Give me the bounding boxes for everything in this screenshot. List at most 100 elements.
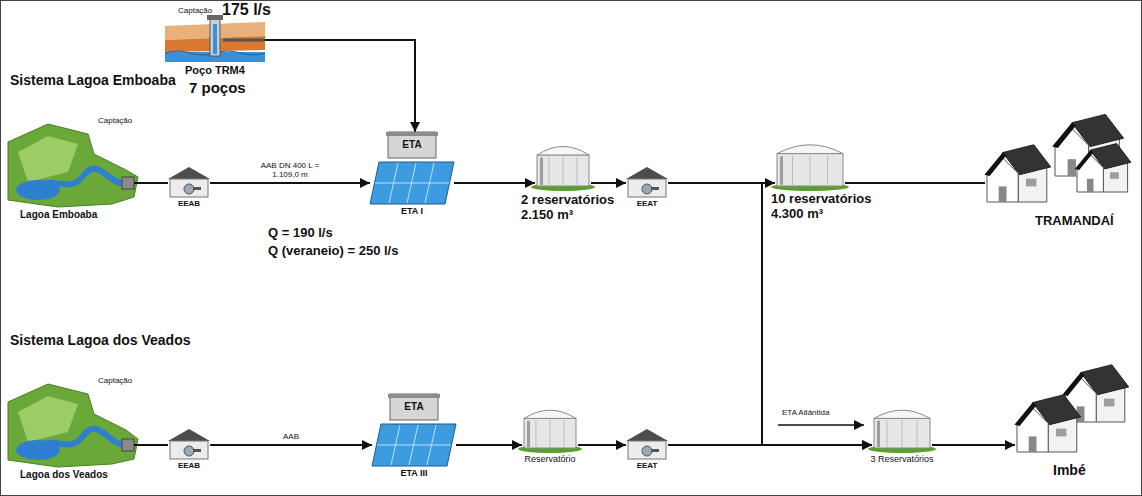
text-slot: Q = 190 l/s — [268, 226, 448, 241]
text-slot: Sistema Lagoa dos Veados — [10, 332, 230, 348]
connector-group — [138, 40, 1015, 445]
text-slot: ETA — [388, 139, 436, 151]
text-slot: 175 l/s — [222, 1, 292, 19]
pump-symbol — [642, 446, 652, 456]
basin-divider — [377, 445, 451, 446]
lake-intake: CaptaçãoLagoa Emboaba — [8, 112, 138, 207]
pump-station: EEAB — [168, 428, 210, 460]
pump-station: EEAT — [626, 428, 668, 460]
pipeline-connector — [668, 183, 872, 445]
treatment-basin — [370, 162, 454, 204]
inflow-arrow — [778, 424, 864, 426]
reservoir: 2 reservatórios 2.150 m³ — [535, 140, 591, 190]
tank-body — [874, 418, 930, 448]
tank-rib — [917, 420, 918, 447]
tank-rib — [810, 156, 811, 185]
land-light — [18, 396, 78, 442]
text-slot: EEAB — [164, 199, 214, 208]
pipeline-connector — [210, 182, 370, 184]
text-slot: AAB DN 400 L = 1.109,0 m — [258, 161, 322, 179]
tank-rib — [549, 157, 550, 185]
intake-pipe — [134, 182, 138, 184]
node-heading: Captação — [98, 116, 143, 125]
treatment-plant: ETAETA III — [372, 394, 456, 466]
node-label: EEAB — [164, 199, 214, 208]
house-door — [999, 186, 1007, 202]
pipeline-connector — [456, 444, 522, 446]
pipeline-connector — [845, 182, 985, 184]
tank-rib — [563, 157, 564, 185]
reservoir: Reservatório — [522, 404, 578, 452]
system-title: Sistema Lagoa Emboaba — [10, 72, 210, 88]
node-heading: ETA — [388, 139, 436, 151]
tank-rib — [827, 156, 828, 185]
pump-house — [628, 441, 666, 459]
lake-intake-icon — [8, 372, 138, 467]
house-roof-edge — [1075, 150, 1094, 170]
text-slot: ETA Atlântida — [782, 408, 862, 417]
tank-rib — [536, 420, 537, 447]
river — [38, 429, 124, 450]
tank-ladder — [540, 158, 543, 186]
pump-house — [170, 179, 208, 197]
basin-divider — [375, 183, 449, 184]
land — [8, 124, 138, 207]
node-label: Reservatório — [505, 454, 595, 464]
house-window — [1110, 172, 1119, 179]
text-slot: EEAB — [164, 461, 214, 470]
tank-rib — [902, 420, 903, 447]
node-label: Lagoa Emboaba — [20, 209, 140, 221]
text-slot: Imbé — [1053, 462, 1113, 478]
house-window — [1026, 179, 1036, 187]
text-slot: TRAMANDAÍ — [1035, 214, 1135, 229]
pump-pipe — [193, 187, 201, 190]
text-slot: EEAT — [622, 461, 672, 470]
node-heading: Poço TRM4 — [185, 64, 275, 77]
intake-pipe — [134, 444, 138, 446]
system-title: Sistema Lagoa dos Veados — [10, 332, 230, 348]
flow-rate: Q (veraneio) = 250 l/s — [268, 244, 448, 259]
pump-station-icon — [168, 166, 210, 198]
node-label: Imbé — [1053, 462, 1113, 478]
treatment-plant: ETAETA I — [370, 132, 454, 204]
node-label: EEAB — [164, 461, 214, 470]
text-slot: Captação — [98, 116, 143, 125]
plant-roof — [386, 132, 438, 136]
tank-rib — [792, 156, 793, 185]
town: TRAMANDAÍ — [985, 112, 1137, 212]
pump-house — [628, 179, 666, 197]
tank-ladder — [877, 421, 880, 447]
node-label: 10 reservatórios 4.300 m³ — [771, 192, 896, 222]
tank-dome — [524, 410, 576, 418]
well-pump — [207, 15, 223, 20]
house-roof-edge — [984, 153, 1006, 176]
reservoir-icon — [775, 138, 845, 190]
house-roof-edge — [1062, 373, 1084, 396]
pipeline-connector — [591, 182, 626, 184]
pump-pipe — [651, 449, 659, 452]
tank-rib — [564, 420, 565, 447]
inflow-label: ETA Atlântida — [782, 408, 862, 417]
pump-symbol — [642, 184, 652, 194]
pipe-label: AAB DN 400 L = 1.109,0 m — [258, 161, 322, 179]
text-slot: 10 reservatórios 4.300 m³ — [771, 192, 896, 222]
pump-station: EEAB — [168, 166, 210, 198]
tank-body — [537, 155, 589, 186]
pump-symbol — [184, 446, 194, 456]
tank-dome — [777, 145, 843, 154]
lake-intake-icon — [8, 112, 138, 207]
text-slot: 7 poços — [189, 79, 279, 96]
text-slot: Lagoa Emboaba — [20, 209, 140, 221]
pump-station-icon — [626, 166, 668, 198]
house-window — [1104, 399, 1114, 407]
house-door — [1029, 436, 1037, 452]
intake-label: Captação — [178, 6, 223, 15]
pipeline-connector — [210, 444, 372, 446]
reservoir-icon — [872, 404, 932, 452]
pipeline-connector — [932, 444, 1015, 446]
text-slot: EEAT — [622, 199, 672, 208]
river — [38, 169, 124, 190]
house-window — [1056, 429, 1066, 437]
pipe-label: AAB — [271, 432, 311, 441]
house-roof-edge — [1052, 123, 1076, 148]
